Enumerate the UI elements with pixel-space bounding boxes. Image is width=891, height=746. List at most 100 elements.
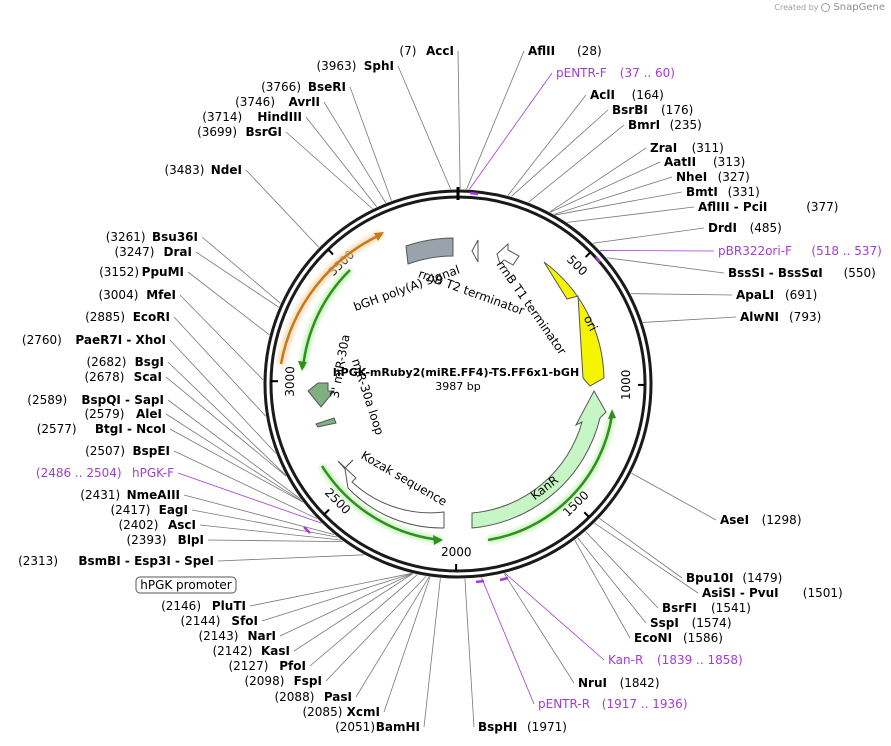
site-nari[interactable]: (2143)NarI xyxy=(198,629,276,643)
site-position: (3963) xyxy=(316,59,356,73)
primer-mark-pbr322ori-f xyxy=(595,256,601,263)
site-kan-r[interactable]: (1839 .. 1858)Kan-R xyxy=(608,653,743,667)
site-asei[interactable]: (1298)AseI xyxy=(720,513,802,527)
site-bmti[interactable]: (331)BmtI xyxy=(686,185,760,199)
site-zrai[interactable]: (311)ZraI xyxy=(650,141,724,155)
created-by-text: Created by xyxy=(774,3,819,12)
site-blpi[interactable]: (2393)BlpI xyxy=(126,533,204,547)
site-drai[interactable]: (3247)DraI xyxy=(114,245,192,259)
site-bsmbi-esp3i-spei[interactable]: (2313)BsmBI - Esp3I - SpeI xyxy=(18,554,214,568)
leader-line xyxy=(528,124,625,203)
site-mfei[interactable]: (3004)MfeI xyxy=(98,288,176,302)
site-scai[interactable]: (2678)ScaI xyxy=(84,370,162,384)
site-alwni[interactable]: (793)AlwNI xyxy=(740,310,821,324)
site-alei[interactable]: (2579)AleI xyxy=(84,407,162,421)
feature-label-ori: ori xyxy=(581,313,601,333)
feature-kanr-arrow[interactable] xyxy=(471,389,607,529)
site-nhei[interactable]: (327) NheI xyxy=(676,170,750,184)
site-name: AvrII xyxy=(288,95,320,109)
site-position: (327) xyxy=(718,170,750,184)
site-econi[interactable]: (1586)EcoNI xyxy=(634,631,723,645)
site-aflii[interactable]: (28)AflII xyxy=(528,44,602,58)
site-name: EcoNI xyxy=(634,631,672,645)
hpgk-promoter-label[interactable]: hPGK promoter xyxy=(135,576,237,594)
site-bspei[interactable]: (2507)BspEI xyxy=(85,444,170,458)
site-position: (1842) xyxy=(620,676,660,690)
site-ecori[interactable]: (2885)EcoRI xyxy=(85,310,170,324)
leader-line xyxy=(179,294,264,381)
leader-line xyxy=(245,169,320,248)
site-sfoi[interactable]: (2144)SfoI xyxy=(180,614,258,628)
site-position: (3483) xyxy=(164,163,204,177)
site-afliii-pcii[interactable]: (377)AflIII - PciI xyxy=(698,200,838,214)
orf-arc-kanr-strand[interactable] xyxy=(487,414,614,542)
orf-arc-mruby2-green[interactable] xyxy=(301,269,351,369)
site-pentr-f[interactable]: (37 .. 60)pENTR-F xyxy=(556,66,675,80)
site-pluti[interactable]: (2146)PluTI xyxy=(161,599,246,613)
site-hindiii[interactable]: (3714)HindIII xyxy=(202,110,302,124)
site-position: (37 .. 60) xyxy=(620,66,675,80)
site-eagi[interactable]: (2417)EagI xyxy=(110,503,188,517)
site-nmeaiii[interactable]: (2431)NmeAIII xyxy=(80,488,180,502)
site-drdi[interactable]: (485)DrdI xyxy=(708,221,782,235)
site-bseri[interactable]: (3766)BseRI xyxy=(261,80,346,94)
feature-bgh-polya-block[interactable] xyxy=(405,237,454,265)
site-position: (2313) xyxy=(18,554,58,568)
site-kasi[interactable]: (2142)KasI xyxy=(212,644,290,658)
orf-arc-hpgk-strand[interactable] xyxy=(320,465,442,542)
feature-ori-arrow[interactable] xyxy=(543,261,605,387)
site-bsgi[interactable]: (2682)BsgI xyxy=(86,355,164,369)
site-hpgk-f[interactable]: (2486 .. 2504)hPGK-F xyxy=(36,466,174,480)
site-sphi[interactable]: (3963)SphI xyxy=(316,59,394,73)
site-position: (3714) xyxy=(202,110,242,124)
site-bspqi-sapi[interactable]: (2589)BspQI - SapI xyxy=(27,393,164,407)
site-ndei[interactable]: (3483) NdeI xyxy=(164,163,242,177)
site-name: FspI xyxy=(294,674,322,688)
site-name: NdeI xyxy=(211,163,242,177)
site-bsu36i[interactable]: (3261)Bsu36I xyxy=(106,230,198,244)
site-position: (2589) xyxy=(27,393,67,407)
site-bmri[interactable]: (235)BmrI xyxy=(628,118,702,132)
feature-kozak-arrow[interactable] xyxy=(337,460,445,529)
site-bsrbi[interactable]: (176)BsrBI xyxy=(612,103,693,117)
site-btgi-ncoi[interactable]: (2577)BtgI - NcoI xyxy=(37,422,166,436)
site-aatii[interactable]: (313)AatII xyxy=(664,155,745,169)
site-xcmi[interactable]: (2085)XcmI xyxy=(302,705,380,719)
site-pfoi[interactable]: (2127)PfoI xyxy=(228,659,306,673)
site-nrui[interactable]: (1842)NruI xyxy=(578,676,660,690)
site-acli[interactable]: (164)AclI xyxy=(590,88,664,102)
site-ppumi[interactable]: (3152)PpuMI xyxy=(99,265,184,279)
leader-line xyxy=(261,573,413,622)
site-paer7i-xhoi[interactable]: (2760)PaeR7I - XhoI xyxy=(22,333,166,347)
site-bsrgi[interactable]: (3699)BsrGI xyxy=(197,125,282,139)
site-name: AseI xyxy=(720,513,749,527)
site-position: (2682) xyxy=(86,355,126,369)
site-pasi[interactable]: (2088)PasI xyxy=(274,690,352,704)
site-name: AatII xyxy=(664,155,696,169)
site-name: BtgI - NcoI xyxy=(95,422,166,436)
site-pbr322ori-f[interactable]: (518 .. 537)pBR322ori-F xyxy=(718,244,882,258)
site-asci[interactable]: (2402)AscI xyxy=(118,518,196,532)
site-name: NheI xyxy=(676,170,707,184)
feature-mir30a-loop-marker[interactable] xyxy=(315,417,337,428)
site-avrii[interactable]: (3746)AvrII xyxy=(235,95,320,109)
site-bsphi[interactable]: (1971)BspHI xyxy=(478,720,567,734)
site-asisi-pvui[interactable]: (1501)AsiSI - PvuI xyxy=(702,586,843,600)
site-acci[interactable]: (7)AccI xyxy=(399,44,454,58)
site-pentr-r[interactable]: (1917 .. 1936)pENTR-R xyxy=(538,697,688,711)
site-bsssi-bsss-i[interactable]: (550)BssSI - BssSαI xyxy=(728,266,876,280)
site-name: BmrI xyxy=(628,118,660,132)
site-apali[interactable]: (691)ApaLI xyxy=(736,288,817,302)
site-position: (2393) xyxy=(126,533,166,547)
feature-rrnb-t2-marker[interactable] xyxy=(471,239,479,263)
feature-3mir30a-arrow[interactable] xyxy=(307,382,336,408)
site-bamhi[interactable]: (2051)BamHI xyxy=(335,720,420,734)
orf-arc-mruby2-orange[interactable] xyxy=(279,232,383,365)
site-sspi[interactable]: (1574)SspI xyxy=(650,616,732,630)
snapgene-logo-icon xyxy=(821,3,831,12)
feature-rrnb-t1-arrow[interactable] xyxy=(496,242,520,266)
site-bsrfi[interactable]: (1541)BsrFI xyxy=(662,601,751,615)
site-bpu10i[interactable]: (1479)Bpu10I xyxy=(686,571,782,585)
site-fspi[interactable]: (2098)FspI xyxy=(244,674,322,688)
